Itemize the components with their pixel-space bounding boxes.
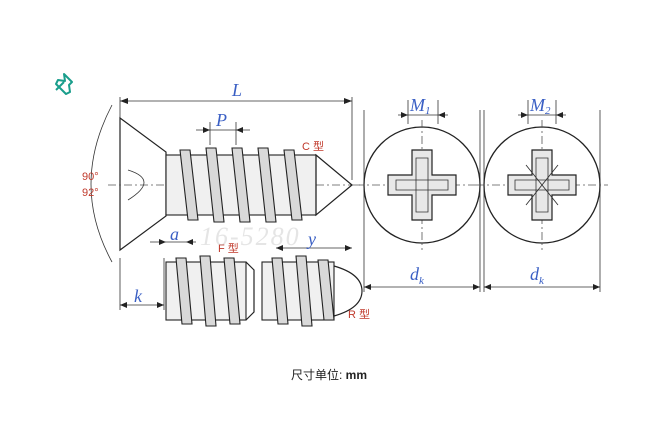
- pushpin-icon[interactable]: [55, 73, 73, 95]
- watermark: 16-5280: [200, 222, 301, 251]
- caption-prefix: 尺寸单位:: [290, 368, 346, 382]
- label-k: k: [134, 286, 143, 306]
- head-view-m1: M1: [356, 95, 488, 292]
- dimension-a: a: [150, 224, 196, 245]
- dimension-dk-1: dk: [364, 264, 480, 290]
- dimension-P: P: [196, 110, 250, 145]
- dimension-y: y: [276, 229, 352, 251]
- label-type-r: R 型: [348, 307, 370, 321]
- label-M1: M1: [409, 95, 431, 117]
- label-dk-2: dk: [530, 264, 545, 287]
- screw-type-f: F 型: [165, 241, 255, 327]
- dimension-angle: 90° 92°: [82, 104, 113, 263]
- screw-type-r: R 型: [261, 255, 370, 327]
- label-L: L: [231, 80, 242, 100]
- dimension-k: k: [119, 258, 165, 310]
- label-type-f: F 型: [218, 241, 239, 255]
- dimension-dk-2: dk: [484, 264, 600, 290]
- label-angle-90: 90°: [82, 171, 99, 183]
- label-P: P: [215, 110, 227, 130]
- label-angle-92: 92°: [82, 187, 99, 199]
- unit-caption: 尺寸单位: mm: [0, 366, 658, 383]
- label-a: a: [170, 224, 179, 244]
- screw-type-c: C 型: [108, 116, 360, 252]
- label-dk-1: dk: [410, 264, 425, 287]
- caption-unit: mm: [345, 368, 367, 382]
- label-type-c: C 型: [302, 139, 324, 153]
- dimension-L: L: [119, 80, 353, 180]
- label-y: y: [306, 229, 316, 249]
- label-M2: M2: [529, 95, 551, 117]
- head-view-m2: M2: [476, 95, 608, 292]
